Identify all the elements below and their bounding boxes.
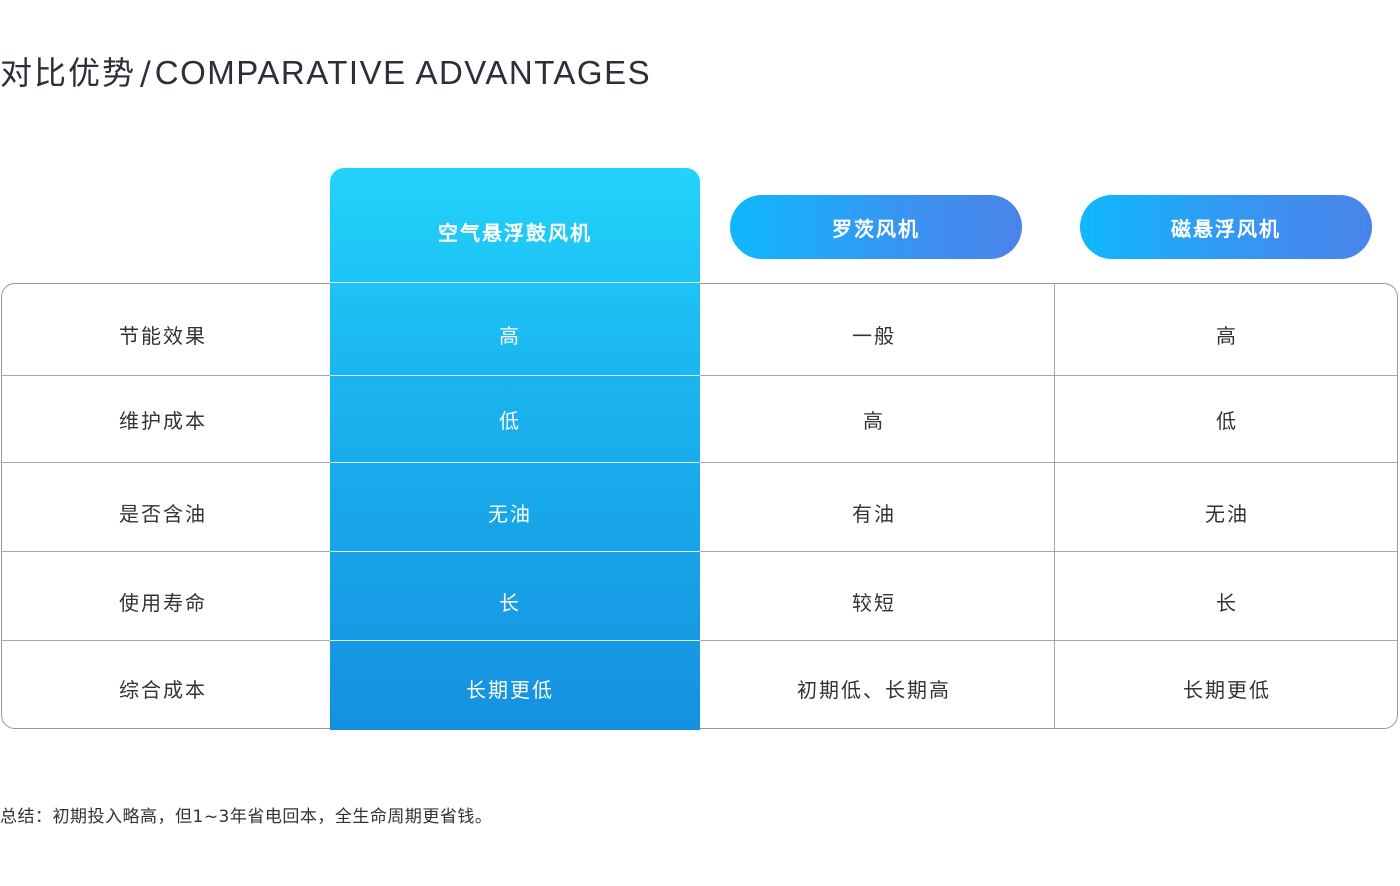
highlight-column	[330, 168, 700, 730]
cell-value: 高	[499, 323, 521, 348]
highlight-row-divider	[330, 551, 700, 552]
cell-value: 低	[499, 408, 521, 433]
row-label: 使用寿命	[119, 590, 207, 615]
cell-value: 初期低、长期高	[797, 677, 951, 702]
column-divider	[1054, 283, 1055, 729]
title-chinese: 对比优势	[0, 54, 137, 92]
row-label: 节能效果	[119, 323, 207, 348]
highlight-row-divider	[330, 462, 700, 463]
column-header-air-suspension: 空气悬浮鼓风机	[438, 220, 592, 245]
cell-value: 较短	[852, 590, 896, 615]
column-header-roots-blower: 罗茨风机	[730, 195, 1022, 259]
summary-text: 总结：初期投入略高，但1~3年省电回本，全生命周期更省钱。	[0, 807, 493, 827]
cell-value: 长期更低	[1183, 677, 1271, 702]
column-header-magnetic-blower: 磁悬浮风机	[1080, 195, 1372, 259]
cell-value: 高	[863, 408, 885, 433]
row-label: 综合成本	[119, 677, 207, 702]
cell-value: 无油	[1205, 501, 1249, 526]
row-label: 维护成本	[119, 408, 207, 433]
page-title: 对比优势 / COMPARATIVE ADVANTAGES	[0, 48, 651, 92]
row-label: 是否含油	[119, 501, 207, 526]
title-separator: /	[140, 54, 151, 92]
cell-value: 长	[499, 590, 521, 615]
cell-value: 无油	[488, 501, 532, 526]
cell-value: 一般	[852, 323, 896, 348]
highlight-row-divider	[330, 282, 700, 283]
title-english: COMPARATIVE ADVANTAGES	[154, 54, 652, 91]
highlight-row-divider	[330, 375, 700, 376]
cell-value: 低	[1216, 408, 1238, 433]
cell-value: 长	[1216, 590, 1238, 615]
highlight-row-divider	[330, 640, 700, 641]
cell-value: 长期更低	[466, 677, 554, 702]
cell-value: 高	[1216, 323, 1238, 348]
cell-value: 有油	[852, 501, 896, 526]
